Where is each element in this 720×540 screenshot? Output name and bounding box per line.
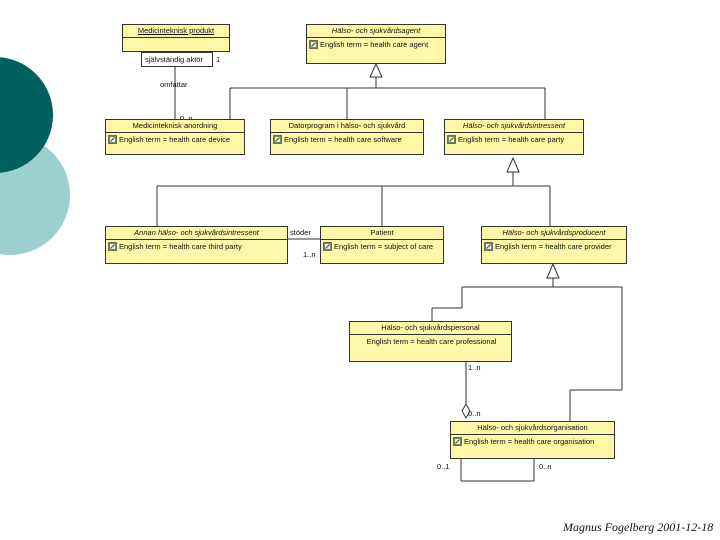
document-edit-icon	[453, 437, 462, 446]
class-halso-sjukvardsintressent[interactable]: Hälso- och sjukvårdsintressent English t…	[444, 119, 584, 155]
class-name: Patient	[321, 227, 443, 240]
class-medicinteknisk-produkt[interactable]: Medicinteknisk produkt	[122, 24, 230, 52]
class-medicinteknisk-anordning[interactable]: Medicinteknisk anordning English term = …	[105, 119, 245, 155]
document-edit-icon	[309, 40, 318, 49]
generalization-arrowhead	[546, 262, 560, 279]
class-name: Hälso- och sjukvårdsorganisation	[451, 422, 614, 435]
class-attribute: English term = health care software	[271, 133, 423, 146]
document-edit-icon	[273, 135, 282, 144]
qualifier-label: självständig aktör	[145, 55, 203, 64]
class-name: Medicinteknisk anordning	[106, 120, 244, 133]
class-name: Datorprogram i hälso- och sjukvård	[271, 120, 423, 133]
multiplicity-stoder: 1..n	[303, 250, 316, 259]
document-edit-icon	[323, 242, 332, 251]
multiplicity-personal-bottom: 0..n	[468, 409, 481, 418]
class-operations	[445, 146, 583, 155]
multiplicity-self-left: 0..1	[437, 462, 450, 471]
generalization-arrowhead	[506, 156, 520, 173]
class-datorprogram[interactable]: Datorprogram i hälso- och sjukvård Engli…	[270, 119, 424, 155]
class-attribute: English term = health care device	[106, 133, 244, 146]
multiplicity-self-right: 0..n	[539, 462, 552, 471]
class-attribute: English term = health care agent	[307, 38, 445, 51]
class-attribute: English term = subject of care	[321, 240, 443, 253]
class-name: Hälso- och sjukvårdsagent	[307, 25, 445, 38]
class-patient[interactable]: Patient English term = subject of care	[320, 226, 444, 264]
association-omfattar-label: omfattar	[160, 80, 188, 89]
class-operations	[106, 253, 287, 264]
class-name: Hälso- och sjukvårdsproducent	[482, 227, 626, 240]
document-edit-icon	[108, 242, 117, 251]
class-attribute: English term = health care provider	[482, 240, 626, 253]
class-operations	[451, 448, 614, 459]
generalization-arrowhead	[369, 62, 383, 78]
class-operations	[123, 38, 229, 44]
class-halso-sjukvardspersonal[interactable]: Hälso- och sjukvårdspersonal English ter…	[349, 321, 512, 362]
document-edit-icon	[108, 135, 117, 144]
class-annan-intressent[interactable]: Annan hälso- och sjukvårdsintressent Eng…	[105, 226, 288, 264]
class-name: Annan hälso- och sjukvårdsintressent	[106, 227, 287, 240]
footer-author-date: Magnus Fogelberg 2001-12-18	[563, 520, 714, 534]
class-operations	[271, 146, 423, 155]
aggregation-diamond	[461, 402, 471, 420]
multiplicity-omfattar: 0..n	[180, 114, 193, 123]
class-name: Hälso- och sjukvårdsintressent	[445, 120, 583, 133]
class-attribute: English term = health care professional	[366, 337, 497, 346]
multiplicity-personal-top: 1..n	[468, 363, 481, 372]
class-operations	[321, 253, 443, 264]
document-edit-icon	[447, 135, 456, 144]
class-halso-sjukvardsproducent[interactable]: Hälso- och sjukvårdsproducent English te…	[481, 226, 627, 264]
association-stoder-label: stöder	[290, 228, 311, 237]
class-operations	[106, 146, 244, 155]
class-attribute: English term = health care party	[445, 133, 583, 146]
class-attribute: English term = health care third party	[106, 240, 287, 253]
document-edit-icon	[484, 242, 493, 251]
qualifier-box: självständig aktör	[141, 52, 213, 67]
decor-dark-circle	[0, 57, 53, 173]
class-attribute: English term = health care organisation	[451, 435, 614, 448]
class-operations	[307, 51, 445, 57]
class-operations	[350, 348, 511, 362]
class-operations	[482, 253, 626, 264]
class-name: Hälso- och sjukvårdspersonal	[350, 322, 511, 335]
qualifier-multiplicity: 1	[216, 55, 221, 64]
class-halso-sjukvardsagent[interactable]: Hälso- och sjukvårdsagent English term =…	[306, 24, 446, 64]
class-halso-sjukvardsorganisation[interactable]: Hälso- och sjukvårdsorganisation English…	[450, 421, 615, 459]
class-name: Medicinteknisk produkt	[123, 25, 229, 38]
